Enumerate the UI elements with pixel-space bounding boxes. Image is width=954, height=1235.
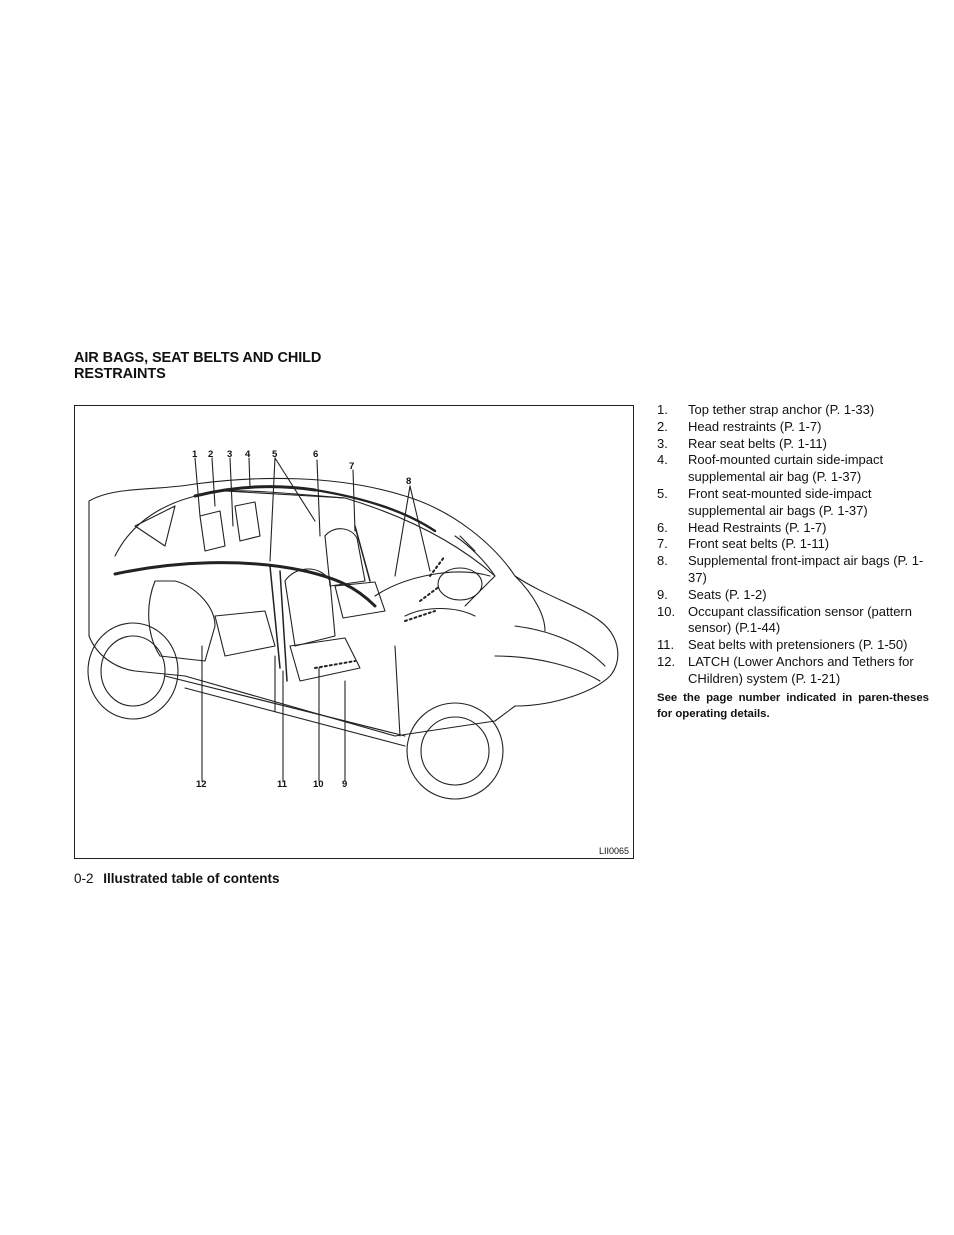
legend-item: 11. Seat belts with pretensioners (P. 1-5… — [657, 637, 929, 654]
legend-item: 3. Rear seat belts (P. 1-11) — [657, 436, 929, 453]
legend-item: 6. Head Restraints (P. 1-7) — [657, 520, 929, 537]
legend-number: 6. — [657, 519, 668, 535]
legend-number: 10. — [657, 603, 676, 619]
legend-item: 10. Occupant classification sensor (patte… — [657, 604, 929, 638]
legend-item: 9. Seats (P. 1-2) — [657, 587, 929, 604]
callout-11: 11 — [277, 779, 288, 790]
callout-1: 1 — [192, 449, 198, 460]
page-number: 0-2 — [74, 871, 94, 886]
legend-text: Top tether strap anchor (P. 1-33) — [688, 402, 875, 417]
callout-6: 6 — [313, 449, 319, 460]
callout-2: 2 — [208, 449, 214, 460]
page-footer: 0-2 Illustrated table of contents — [74, 871, 280, 886]
legend-text: Head restraints (P. 1-7) — [688, 418, 822, 434]
legend-text: Rear seat belts (P. 1-11) — [688, 435, 827, 451]
section-title-line-1: AIR BAGS, SEAT BELTS AND CHILD — [74, 350, 322, 366]
callout-9: 9 — [342, 779, 348, 790]
legend-text: Head Restraints (P. 1-7) — [688, 519, 827, 535]
callout-10: 10 — [313, 779, 324, 790]
section-title-line-2: RESTRAINTS — [74, 366, 166, 382]
callout-12: 12 — [196, 779, 207, 790]
legend-number: 9. — [657, 586, 668, 602]
section-title: AIR BAGS, SEAT BELTS AND CHILD RESTRAINT… — [74, 350, 394, 382]
legend-number: 12. — [657, 653, 676, 669]
legend-text: Roof-mounted curtain side-impact supplem… — [688, 452, 884, 485]
legend-number: 11. — [657, 637, 675, 653]
legend-text: Front seat-mounted side-impact supplemen… — [688, 485, 872, 518]
callout-4: 4 — [245, 449, 251, 460]
legend-text: Occupant classification sensor (pattern … — [688, 603, 912, 636]
legend-text: Seats (P. 1-2) — [688, 586, 767, 602]
callout-7: 7 — [349, 461, 355, 472]
legend-number: 2. — [657, 418, 668, 434]
car-line-drawing — [87, 457, 619, 800]
legend-item: 7. Front seat belts (P. 1-11) — [657, 536, 929, 553]
legend-number: 8. — [657, 553, 668, 569]
figure-id: LII0065 — [598, 846, 629, 856]
legend-item: 5. Front seat-mounted side-impact supplem… — [657, 486, 929, 520]
legend-list: 1. Top tether strap anchor (P. 1-33) 2. He… — [657, 402, 929, 722]
legend-text: LATCH (Lower Anchors and Tethers for CHi… — [688, 653, 914, 686]
legend-number: 5. — [657, 485, 668, 501]
legend-item: 12. LATCH (Lower Anchors and Tethers for … — [657, 654, 929, 688]
legend-item: 2. Head restraints (P. 1-7) — [657, 419, 929, 436]
legend-note: See the page number indicated in paren-t… — [657, 691, 929, 720]
callout-8: 8 — [406, 476, 412, 487]
footer-title: Illustrated table of contents — [103, 871, 280, 886]
legend-number: 1. — [657, 402, 668, 417]
legend-item: 8. Supplemental front-impact air bags (P.… — [657, 553, 929, 587]
legend-text: Seat belts with pretensioners (P. 1-50) — [688, 637, 908, 653]
car-interior-illustration: 1 2 3 4 5 6 7 8 12 11 10 9 LII0065 — [74, 405, 634, 859]
legend-number: 3. — [657, 435, 668, 451]
legend-number: 7. — [657, 536, 668, 552]
legend-number: 4. — [657, 452, 668, 468]
legend-item: 1. Top tether strap anchor (P. 1-33) — [657, 402, 929, 419]
legend-text: Front seat belts (P. 1-11) — [688, 536, 830, 552]
legend-item: 4. Roof-mounted curtain side-impact suppl… — [657, 452, 929, 486]
legend-text: Supplemental front-impact air bags (P. 1… — [688, 553, 924, 585]
callout-3: 3 — [227, 449, 233, 460]
callout-5: 5 — [272, 449, 278, 460]
